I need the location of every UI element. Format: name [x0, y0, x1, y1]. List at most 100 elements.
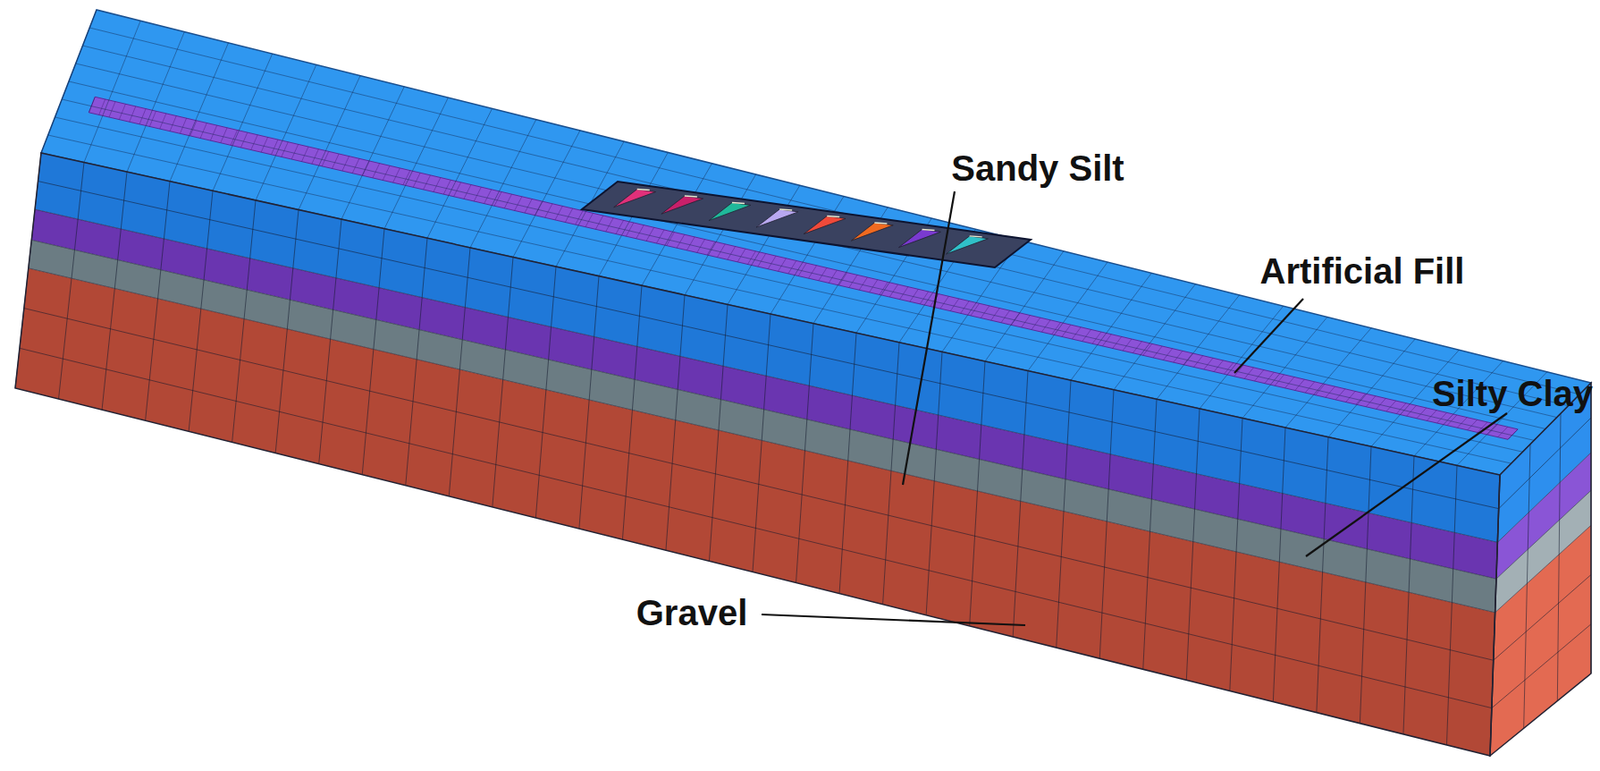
mesh-line: [656, 229, 665, 244]
strut-element: [899, 228, 942, 247]
mesh-line: [412, 172, 421, 187]
mesh-line: [1092, 331, 1102, 344]
mesh-line: [28, 268, 1496, 613]
mesh-line: [118, 103, 126, 119]
mesh-line: [302, 146, 310, 162]
mesh-line: [564, 208, 573, 222]
mesh-line: [1162, 348, 1172, 361]
mesh-line: [686, 236, 695, 251]
mesh-line: [849, 274, 858, 287]
mesh-line: [900, 286, 909, 300]
mesh-line: [1052, 321, 1062, 334]
mesh-line: [179, 117, 186, 134]
mesh-line: [980, 305, 990, 319]
mesh-line: [1143, 398, 1157, 669]
strut-element: [850, 222, 893, 241]
mesh-line: [747, 251, 756, 265]
mesh-line: [991, 308, 1001, 321]
strut-element: [708, 202, 751, 221]
mesh-line: [879, 281, 888, 295]
mesh-line: [291, 143, 299, 160]
mesh-lines: [15, 9, 1592, 756]
pit-opening: [581, 181, 1031, 268]
mesh-line: [950, 298, 959, 312]
mesh-line: [1359, 446, 1372, 724]
mesh-line: [1524, 444, 1531, 729]
mesh-line: [1001, 310, 1011, 323]
face-outline: [15, 152, 1500, 756]
face-outline: [1490, 382, 1592, 756]
mesh-line: [752, 313, 771, 573]
mesh-line: [1316, 437, 1329, 713]
mesh-line: [1010, 312, 1020, 326]
mesh-line: [1406, 404, 1417, 416]
tunnel-band: [88, 96, 1518, 439]
mesh-line: [926, 351, 943, 615]
soil-layer-front: [15, 268, 1496, 756]
mesh-line: [275, 210, 299, 454]
mesh-line: [1213, 360, 1223, 372]
mesh-line: [1386, 400, 1397, 412]
mesh-line: [504, 193, 512, 209]
soil-faces: [15, 9, 1592, 756]
mesh-line: [210, 125, 217, 141]
mesh-line: [636, 225, 645, 239]
mesh-line: [492, 256, 514, 507]
mesh-line: [382, 165, 390, 180]
mesh-line: [1557, 412, 1561, 700]
mesh-line: [83, 45, 1569, 406]
mesh-line: [61, 99, 1534, 440]
mesh-line: [1355, 393, 1366, 405]
mesh-line: [919, 291, 928, 304]
strut-element: [637, 189, 650, 191]
strut-element: [826, 215, 840, 217]
mesh-line: [767, 255, 776, 270]
mesh-line: [1102, 334, 1112, 346]
mesh-line: [757, 252, 767, 267]
mesh-line: [1446, 464, 1457, 745]
mesh-line: [1447, 414, 1457, 426]
mesh-line: [332, 153, 340, 169]
mesh-line: [1272, 427, 1286, 702]
mesh-line: [19, 347, 1492, 708]
mesh-line: [666, 232, 675, 246]
mesh-line: [393, 168, 401, 183]
mesh-line: [1274, 374, 1284, 386]
layer-label: Gravel: [636, 591, 749, 633]
mesh-line: [342, 156, 350, 171]
mesh-line: [883, 342, 900, 605]
leader-line: [1305, 412, 1508, 556]
soil-layer-side: [1490, 524, 1592, 756]
mesh-line: [1099, 389, 1114, 659]
mesh-line: [251, 134, 258, 151]
mesh-line: [372, 163, 380, 178]
strut-element: [779, 209, 792, 211]
mesh-line: [545, 203, 553, 219]
mesh-line: [1071, 327, 1081, 339]
mesh-line: [1021, 314, 1031, 327]
mesh-line: [1254, 370, 1264, 382]
mesh-line: [737, 248, 746, 262]
mesh-line: [362, 228, 385, 475]
excavation-pit: [581, 181, 1031, 268]
strut-element: [803, 216, 846, 235]
mesh-line: [240, 132, 247, 148]
mesh-line: [1495, 524, 1592, 613]
mesh-line: [1223, 362, 1233, 375]
mesh-line: [75, 63, 1558, 418]
mesh-line: [1012, 370, 1028, 638]
mesh-line: [1335, 388, 1346, 400]
mesh-line: [261, 136, 268, 152]
mesh-line: [48, 134, 1512, 464]
mesh-line: [1498, 417, 1592, 509]
mesh-line: [1082, 328, 1092, 341]
mesh-line: [1376, 397, 1387, 409]
mesh-line: [839, 332, 857, 593]
mesh-line: [88, 96, 95, 112]
mesh-line: [708, 303, 728, 561]
mesh-line: [796, 323, 814, 583]
strut-element: [756, 209, 799, 228]
mesh-line: [1056, 379, 1071, 648]
mesh-line: [1437, 412, 1448, 423]
